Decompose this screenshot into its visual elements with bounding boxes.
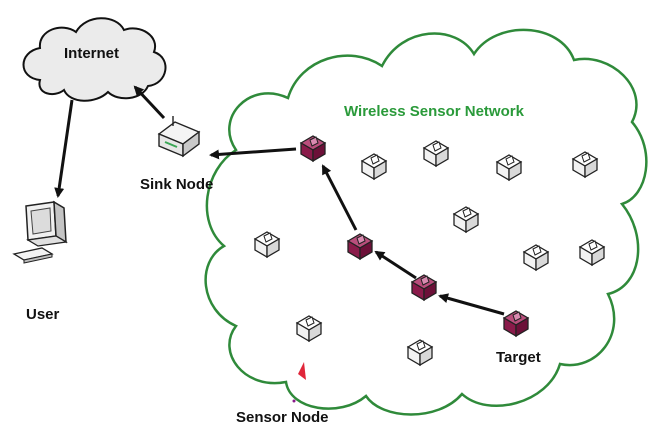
route-to-sink-arrow xyxy=(209,147,297,160)
sensor-node-label: Sensor Node xyxy=(236,409,329,426)
pointer-dot xyxy=(292,399,296,403)
hop-arrow-1 xyxy=(321,164,358,231)
internet-label: Internet xyxy=(64,45,120,62)
internet-to-user-arrow xyxy=(54,99,74,198)
internet-cloud-icon xyxy=(22,17,167,102)
sink-node-label: Sink Node xyxy=(140,176,214,193)
user-label: User xyxy=(26,306,60,323)
user-computer-icon xyxy=(12,200,68,264)
pointer-triangle-icon xyxy=(298,362,306,380)
hop-arrow-2 xyxy=(374,250,417,280)
sink-node-router-icon xyxy=(157,116,201,158)
wsn-cloud-region xyxy=(204,28,648,416)
target-to-route-arrow xyxy=(438,293,505,316)
target-label: Target xyxy=(496,349,541,366)
wsn-title: Wireless Sensor Network xyxy=(344,103,524,120)
sink-to-internet-arrow xyxy=(133,85,166,120)
